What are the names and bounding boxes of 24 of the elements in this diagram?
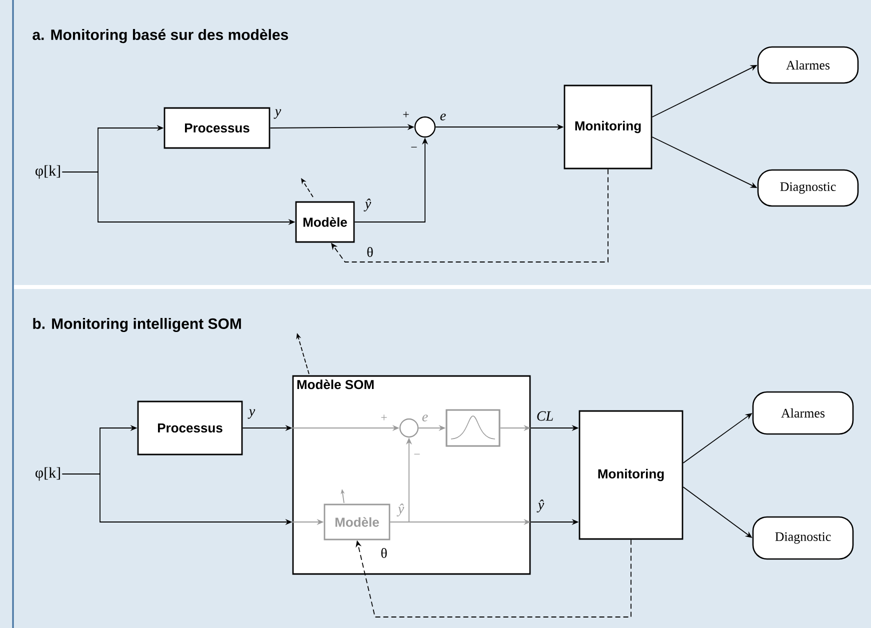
dashed-arrow	[356, 539, 632, 618]
process-box: Monitoring	[564, 84, 652, 170]
sign-label: +	[381, 414, 387, 420]
process-box: Modèle	[295, 201, 355, 243]
output-box: Alarmes	[757, 46, 859, 84]
sum-junction-circle	[399, 418, 419, 438]
sign-label: +	[403, 112, 409, 118]
output-box: Diagnostic	[752, 516, 854, 560]
process-box: Processus	[137, 400, 243, 456]
input-label: φ[k]	[36, 467, 60, 481]
output-box: Diagnostic	[757, 169, 859, 207]
dashed-arrow	[331, 168, 608, 262]
process-box: Processus	[164, 107, 270, 149]
bell-curve-box	[446, 409, 500, 447]
model-box: Modèle	[324, 504, 390, 540]
output-box: Alarmes	[752, 391, 854, 435]
input-label: φ[k]	[36, 165, 60, 179]
edge-label: θ	[366, 246, 374, 258]
panel-title: a. Monitoring basé sur des modèles	[32, 28, 288, 44]
sum-junction-circle	[414, 116, 436, 138]
sign-label: −	[411, 146, 417, 148]
panel-title: b. Monitoring intelligent SOM	[33, 318, 241, 332]
process-box: Monitoring	[578, 410, 684, 540]
edge-label: θ	[380, 547, 388, 559]
